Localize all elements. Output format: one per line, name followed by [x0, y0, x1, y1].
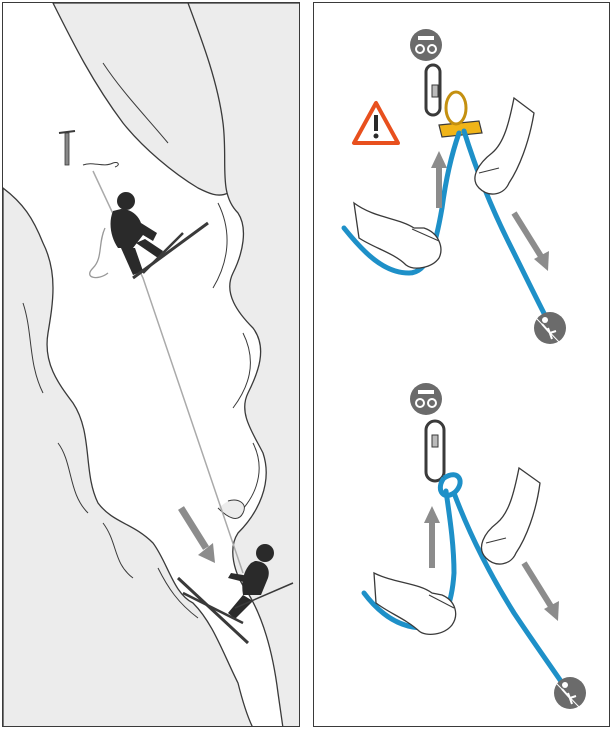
scene-panel — [2, 2, 300, 727]
left-gloved-hand — [373, 571, 457, 636]
lower-ski-1 — [176, 576, 250, 645]
step-2-group — [361, 383, 586, 709]
anchor-icon — [410, 29, 442, 61]
lower-ski-2 — [182, 591, 244, 625]
belay-device-icon — [438, 90, 483, 138]
upper-left-ridge — [52, 3, 234, 196]
ski-pole — [234, 582, 294, 609]
carabiner-icon — [424, 419, 446, 483]
munter-hitch-loop — [437, 472, 463, 498]
rappelling-climber-icon — [534, 312, 566, 344]
right-gloved-hand — [481, 466, 541, 565]
carabiner-icon — [424, 63, 442, 117]
technique-panel — [313, 2, 610, 727]
rope-load-strand — [461, 128, 552, 326]
anchor-icon — [410, 383, 442, 415]
belay-technique-illustration — [341, 29, 586, 709]
descent-arrow — [178, 506, 209, 550]
couloir-scene-illustration — [3, 3, 299, 726]
upper-ski-2 — [142, 232, 184, 274]
feed-down-arrow — [511, 211, 545, 260]
warning-icon — [352, 101, 400, 145]
feed-down-arrow — [521, 561, 555, 610]
upper-rescuer-figure — [110, 192, 163, 275]
step-1-group — [341, 29, 566, 344]
rope-load-strand — [451, 490, 572, 696]
lower-injured-skier-figure — [228, 544, 274, 619]
rappelling-climber-icon — [554, 677, 586, 709]
rescue-rope — [92, 170, 244, 574]
left-gloved-hand — [353, 201, 442, 269]
right-gloved-hand — [474, 96, 535, 195]
anchor-stake — [58, 130, 76, 166]
left-rock-wall — [3, 187, 253, 726]
